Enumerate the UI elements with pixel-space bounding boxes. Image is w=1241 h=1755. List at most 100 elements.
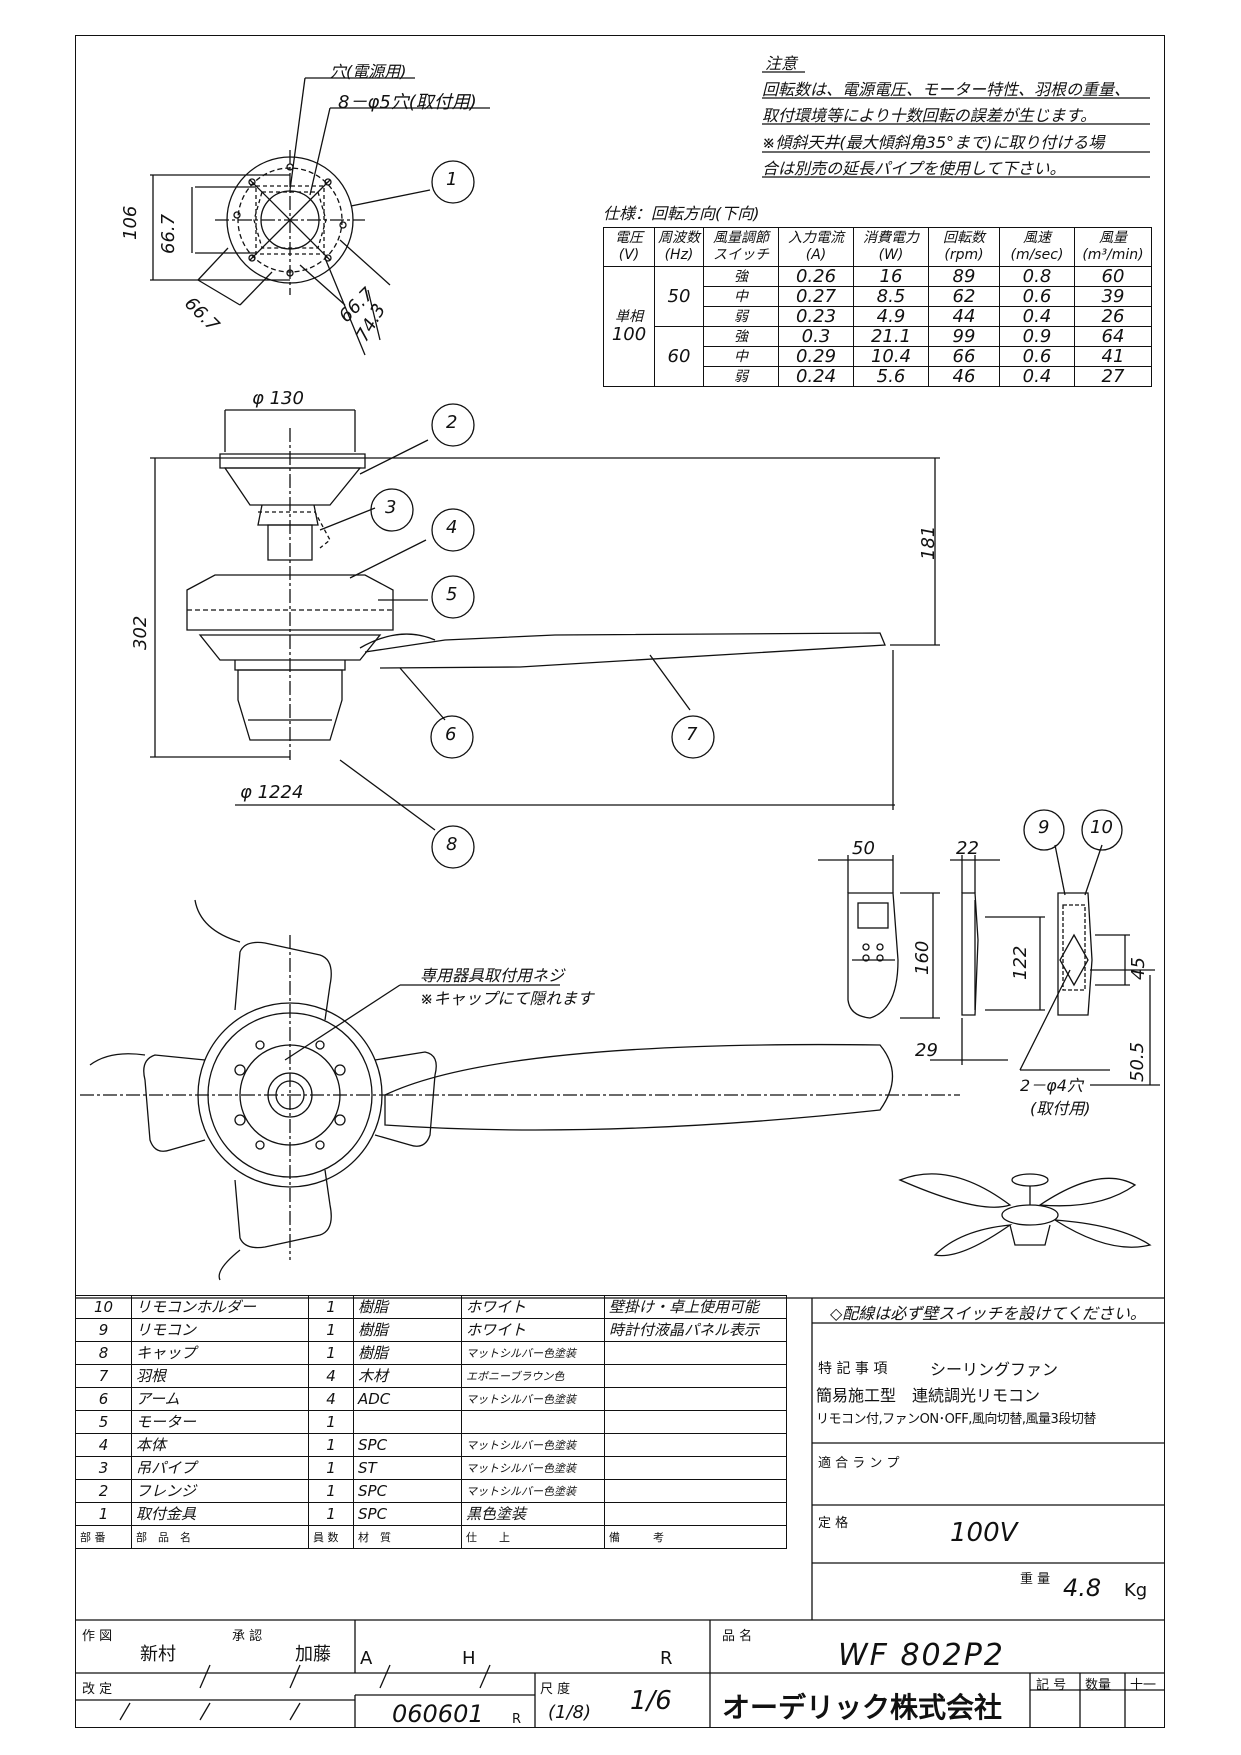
parts-cell-remark (604, 1456, 787, 1480)
spec-cell: 弱 (703, 306, 779, 327)
callout-circles (370, 160, 1123, 869)
parts-cell-name: 本体 (131, 1433, 309, 1457)
spec-row: 60 強 0.3 21.1 99 0.9 64 (604, 326, 1152, 387)
parts-cell-remark (604, 1433, 787, 1457)
parts-cell-no: 6 (75, 1387, 132, 1411)
parts-cell-material (353, 1410, 462, 1434)
spec-h-hz-unit: (Hz) (664, 247, 694, 263)
parts-cell-qty: 4 (308, 1364, 354, 1388)
parts-cell-no: 5 (75, 1410, 132, 1434)
callout-8: 8 (446, 834, 458, 855)
parts-cell-finish: マットシルバー色塗装 (461, 1387, 605, 1411)
dim-106: 106 (120, 205, 141, 240)
parts-cell-qty: 1 (308, 1341, 354, 1365)
parts-cell-name: リモコン (131, 1318, 309, 1342)
rev-h: H (462, 1648, 476, 1669)
hole-power-label: 穴(電源用) (330, 62, 407, 81)
spec-hz-60: 60 (654, 326, 704, 387)
drawing-frame (75, 35, 1165, 1728)
parts-cell-remark (604, 1502, 787, 1526)
parts-cell-material: SPC (353, 1479, 462, 1503)
parts-cell-finish: マットシルバー色塗装 (461, 1433, 605, 1457)
notes-line-1: 回転数は、電源電圧、モーター特性、羽根の重量、 (762, 80, 1131, 99)
parts-h-finish: 仕 上 (461, 1525, 605, 1549)
callout-6: 6 (445, 724, 457, 745)
notes-line-4: 合は別売の延長パイプを使用して下さい。 (762, 159, 1066, 178)
qty-label: 数量 (1085, 1678, 1112, 1693)
spec-h-switch: 風量調節 (713, 230, 769, 246)
spec-cell: 41 (1074, 346, 1152, 367)
callout-2: 2 (446, 412, 458, 433)
spec-cell: 中 (703, 346, 779, 367)
parts-cell-material: 樹脂 (353, 1295, 462, 1319)
spec-cell: 26 (1074, 306, 1152, 327)
spec-h-voltage-unit: (V) (618, 247, 640, 263)
spec-cell: 弱 (703, 366, 779, 387)
parts-cell-qty: 1 (308, 1502, 354, 1526)
spec-h-rpm: 回転数 (943, 230, 985, 246)
rating-label: 定 格 (818, 1516, 849, 1531)
callout-4: 4 (446, 517, 458, 538)
dim-remote-50: 50 (852, 838, 875, 859)
spec-cell: 0.26 (778, 266, 854, 287)
spec-voltage-type: 単相 (615, 309, 643, 325)
spec-cell: 0.9 (999, 326, 1075, 347)
callout-10: 10 (1090, 817, 1113, 838)
scale-paren: (1/8) (548, 1702, 592, 1723)
parts-cell-material: ST (353, 1456, 462, 1480)
spec-cell: 62 (928, 286, 1000, 307)
spec-cell: 66 (928, 346, 1000, 367)
parts-cell-no: 10 (75, 1295, 132, 1319)
parts-cell-finish: ホワイト (461, 1295, 605, 1319)
spec-h-switch-sub: スイッチ (713, 247, 769, 263)
dim-302: 302 (130, 615, 151, 650)
dim-130: φ 130 (252, 388, 304, 409)
revised-label: 改 定 (82, 1682, 113, 1697)
spec-h-speed-unit: (m/sec) (1010, 247, 1064, 263)
parts-cell-name: フレンジ (131, 1479, 309, 1503)
spec-cell: 0.4 (999, 366, 1075, 387)
special-label: 特 記 事 項 (818, 1361, 888, 1377)
special-value: シーリングファン (930, 1360, 1059, 1379)
parts-h-no: 部 番 (75, 1525, 132, 1549)
approved-label: 承 認 (232, 1629, 263, 1644)
dim-holder-45: 45 (1128, 957, 1149, 980)
revision-date-suffix: R (512, 1712, 522, 1727)
spec-cell: 89 (928, 266, 1000, 287)
spec-cell: 39 (1074, 286, 1152, 307)
spec-cell: 10.4 (853, 346, 929, 367)
spec-cell: 0.23 (778, 306, 854, 327)
spec-cell: 99 (928, 326, 1000, 347)
parts-cell-qty: 1 (308, 1479, 354, 1503)
parts-h-qty: 員 数 (308, 1525, 354, 1549)
drawn-by: 新村 (140, 1644, 176, 1665)
dim-holder-122: 122 (1010, 945, 1031, 980)
spec-h-hz: 周波数 (658, 230, 700, 246)
holder-holes-sub: (取付用) (1030, 1099, 1091, 1118)
spec-row: 弱 0.23 4.9 44 0.4 26 (604, 306, 1152, 327)
spec-cell: 0.6 (999, 286, 1075, 307)
parts-cell-qty: 1 (308, 1433, 354, 1457)
spec-cell: 0.6 (999, 346, 1075, 367)
spec-cell: 16 (853, 266, 929, 287)
special-line-2: 簡易施工型 連続調光リモコン (816, 1386, 1041, 1405)
parts-cell-finish: 黒色塗装 (461, 1502, 605, 1526)
parts-cell-material: SPC (353, 1433, 462, 1457)
spec-cell: 強 (703, 326, 779, 347)
spec-row: 中 0.27 8.5 62 0.6 39 (604, 286, 1152, 307)
drawn-label: 作 図 (82, 1629, 113, 1644)
perspective-view (898, 1173, 1152, 1257)
spec-h-volume-unit: (m³/min) (1082, 247, 1144, 263)
parts-cell-name: リモコンホルダー (131, 1295, 309, 1319)
rev-a: A (360, 1648, 373, 1669)
dim-remote-29: 29 (915, 1040, 938, 1061)
spec-cell: 44 (928, 306, 1000, 327)
screw-note: 専用器具取付用ネジ (420, 966, 565, 985)
